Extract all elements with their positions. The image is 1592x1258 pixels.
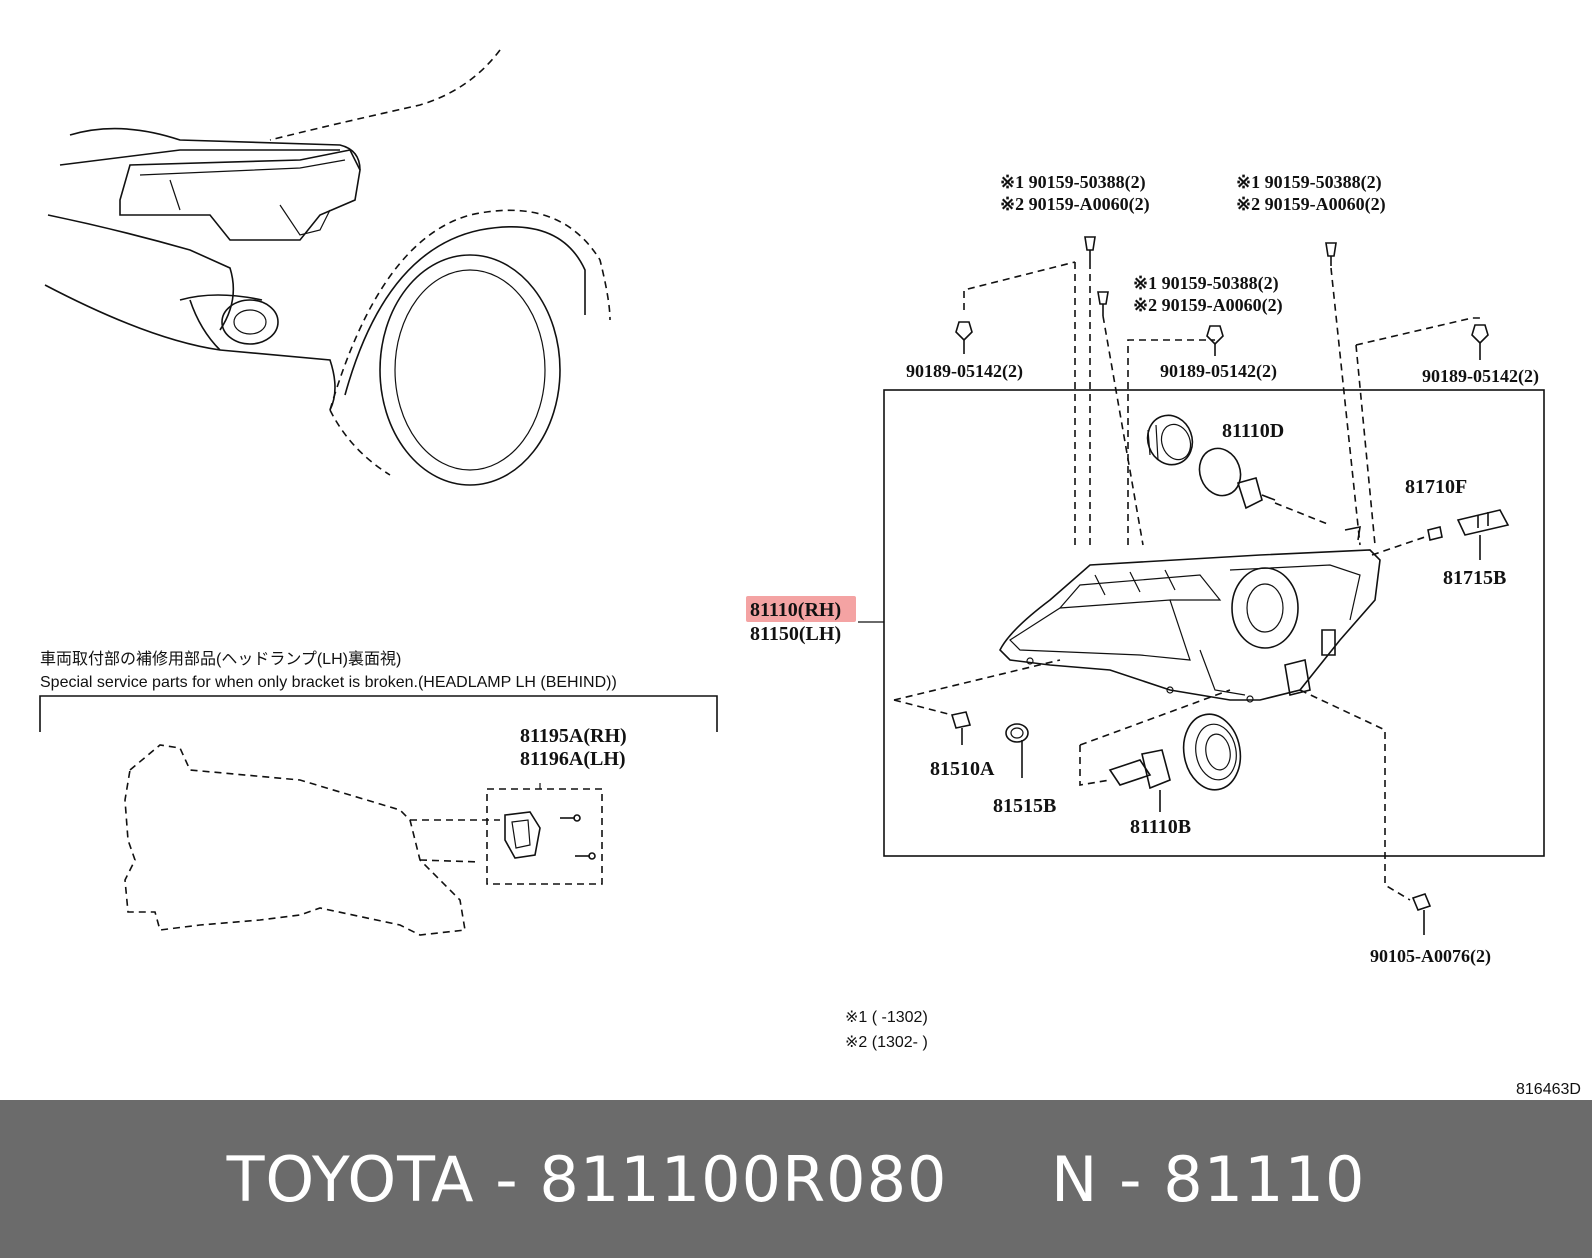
label-81195A: 81195A(RH) <box>520 725 627 747</box>
label-81515B: 81515B <box>993 795 1056 817</box>
notes: ※1 ( -1302) ※2 (1302- ) 816463D <box>845 1009 1581 1098</box>
label-screw-top-left-2: ※2 90159-A0060(2) <box>1000 194 1150 215</box>
label-main-lh: 81150(LH) <box>750 623 841 645</box>
label-81110D: 81110D <box>1222 420 1284 442</box>
note-2: ※2 (1302- ) <box>845 1034 928 1051</box>
footer-part-number: TOYOTA - 811100R080 N - 81110 <box>226 1142 1366 1216</box>
label-81710F: 81710F <box>1405 476 1467 498</box>
fastener-icons <box>955 236 1489 360</box>
label-81196A: 81196A(LH) <box>520 748 626 770</box>
footer-bar: TOYOTA - 811100R080 N - 81110 <box>0 1100 1592 1258</box>
label-81110B: 81110B <box>1130 816 1191 838</box>
label-screw-top-right-2: ※2 90159-A0060(2) <box>1236 194 1386 215</box>
parts-diagram: 車両取付部の補修用部品(ヘッドランプ(LH)裏面視) Special servi… <box>39 49 1581 1098</box>
part-labels: 81110D 81710F 81715B 81110(RH) 81150(LH)… <box>746 420 1506 967</box>
vehicle-front-illustration <box>44 49 611 486</box>
label-clip-right: 90189-05142(2) <box>1422 366 1539 387</box>
fastener-labels: ※1 90159-50388(2) ※2 90159-A0060(2) ※1 9… <box>906 172 1539 387</box>
headlamp-assembly-drawing <box>999 525 1381 703</box>
service-parts-section: 車両取付部の補修用部品(ヘッドランプ(LH)裏面視) Special servi… <box>39 649 718 936</box>
label-screw-mid-2: ※2 90159-A0060(2) <box>1133 295 1283 316</box>
label-main-rh: 81110(RH) <box>750 599 841 621</box>
highlight-main-part <box>746 596 856 622</box>
leader-lines <box>963 261 1480 546</box>
label-81510A: 81510A <box>930 758 995 780</box>
label-bolt-bottom: 90105-A0076(2) <box>1370 946 1491 967</box>
service-title-en: Special service parts for when only brac… <box>40 674 617 691</box>
service-title-jp: 車両取付部の補修用部品(ヘッドランプ(LH)裏面視) <box>40 649 401 668</box>
screw-icon <box>1084 236 1096 251</box>
label-clip-left: 90189-05142(2) <box>906 361 1023 382</box>
label-clip-mid: 90189-05142(2) <box>1160 361 1277 382</box>
note-1: ※1 ( -1302) <box>845 1009 928 1026</box>
label-screw-top-left-1: ※1 90159-50388(2) <box>1000 172 1146 193</box>
label-81715B: 81715B <box>1443 567 1506 589</box>
label-screw-mid-1: ※1 90159-50388(2) <box>1133 273 1279 294</box>
reference-code: 816463D <box>1516 1081 1581 1098</box>
bulb-parts <box>893 414 1510 935</box>
assembly-box <box>883 389 1545 857</box>
label-screw-top-right-1: ※1 90159-50388(2) <box>1236 172 1382 193</box>
